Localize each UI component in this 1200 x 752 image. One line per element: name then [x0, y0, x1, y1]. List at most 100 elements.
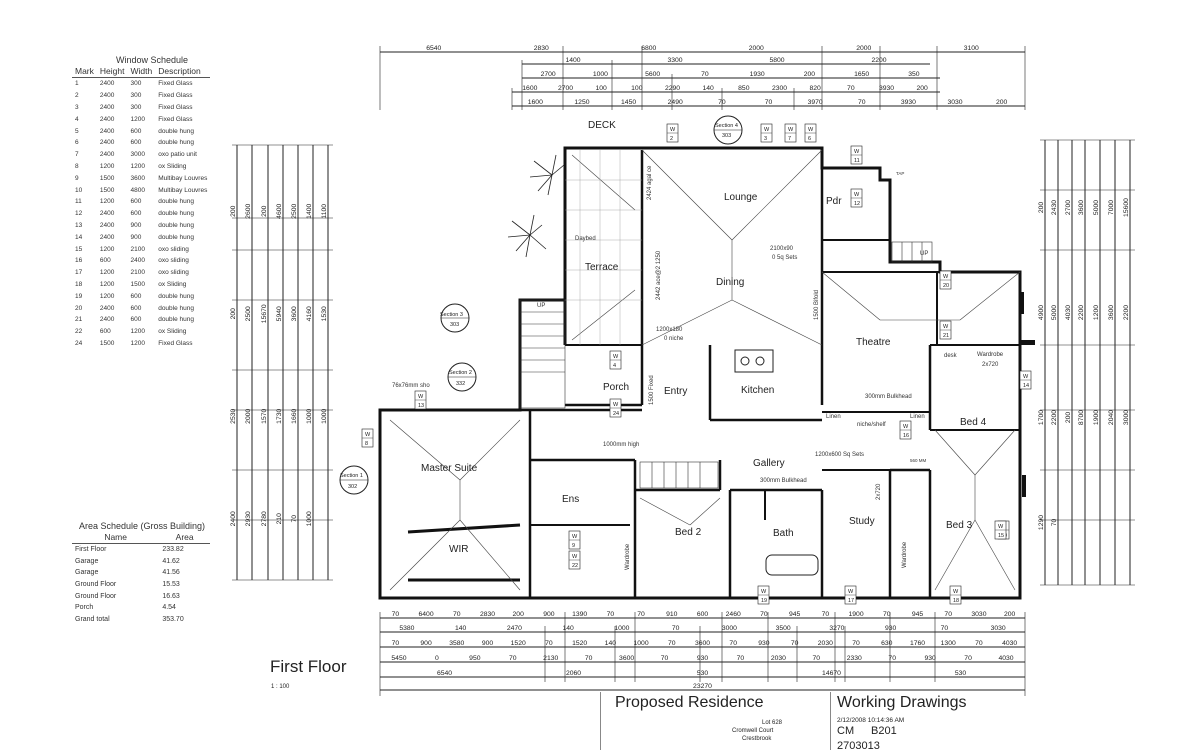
section-label: Section 1	[340, 473, 363, 479]
dimension-label: 2400	[230, 511, 237, 526]
table-cell: 1200	[99, 198, 115, 206]
dimension-label: 2040	[1108, 410, 1115, 425]
window-tags: W2W3W7W6W11W12W20W21W4W24W14W10W9W8W22W1…	[361, 123, 1032, 605]
dimension-label: 1390	[572, 611, 587, 618]
dimension-label: 200	[1038, 202, 1045, 214]
table-cell: 2400	[130, 257, 145, 265]
dimension-label: 1000	[306, 511, 313, 526]
up-label: UP	[920, 251, 928, 257]
window-tag: W24	[609, 398, 622, 418]
table-cell: Ground Floor	[75, 592, 117, 600]
ceiling-label: 2424 agal ce	[647, 165, 653, 200]
table-cell: Fixed Glass	[158, 103, 193, 111]
dimension-label: 2060	[566, 670, 581, 677]
table-cell: 19	[75, 292, 83, 300]
dimension-label: 200	[513, 611, 525, 618]
drawn-by: CM	[837, 725, 855, 737]
dimension-label: 3600	[291, 306, 298, 321]
sink-icon	[740, 356, 750, 366]
dimension-label: 6400	[419, 611, 434, 618]
dimension-label: 1530	[321, 306, 328, 321]
table-cell: Porch	[75, 604, 94, 612]
room-label-bed4: Bed 4	[960, 417, 987, 428]
dimension-label: 1450	[621, 99, 636, 106]
room-label-study: Study	[849, 516, 875, 527]
window-tag: W14	[1019, 370, 1032, 390]
dimension-label: 140	[605, 640, 617, 647]
dimension-label: 5000	[1051, 305, 1058, 320]
dimension-label: 70	[453, 611, 461, 618]
dimension-label: 1200	[1093, 305, 1100, 320]
window-tag-letter: W	[788, 127, 794, 133]
niche-shelf-label: niche/shelf	[857, 422, 886, 428]
window-tag-letter: W	[613, 354, 619, 360]
dimension-label: 70	[813, 655, 821, 662]
sink-icon	[755, 356, 765, 366]
wardrobe-label: Wardrobe	[977, 352, 1004, 358]
window-tag: W19	[757, 585, 770, 605]
table-cell: 21	[75, 316, 83, 324]
stairs	[519, 241, 933, 489]
deck-label: DECK	[588, 120, 616, 131]
room-label-ens: Ens	[562, 494, 579, 505]
window-tag-number: 11	[854, 158, 860, 164]
room-label-porch: Porch	[603, 382, 629, 393]
table-cell: 1500	[99, 174, 115, 182]
sets-label: 1200x600 Sq Sets	[815, 452, 864, 458]
dimension-label: 945	[789, 611, 801, 618]
dimension-label: 1760	[910, 640, 925, 647]
section-number: 303	[722, 133, 731, 139]
table-cell: 1200	[130, 162, 145, 170]
window-tag-letter: W	[998, 524, 1004, 530]
dimension-label: 5380	[399, 625, 414, 632]
dimension-label: 6540	[437, 670, 452, 677]
dimension-label: 70	[701, 71, 709, 78]
column-header: Width	[127, 65, 156, 78]
linen-label: Linen	[910, 414, 925, 420]
niche-label: 1200x180	[656, 327, 683, 333]
table-cell: 2400	[99, 103, 115, 111]
dimension-label: 2030	[771, 655, 786, 662]
window-tag-number: 21	[943, 333, 949, 339]
dimension-label: 820	[809, 85, 821, 92]
window-tag-number: 6	[808, 136, 811, 142]
table-cell: 300	[130, 103, 142, 111]
table-cell: Fixed Glass	[158, 115, 193, 123]
area-schedule-title: Area Schedule (Gross Building)	[78, 521, 206, 531]
dimension-label: 70	[964, 655, 972, 662]
title-block: Proposed Residence Lot 628 Cromwell Cour…	[600, 692, 831, 750]
dimension-label: 70	[791, 640, 799, 647]
dimension-label: 4900	[1038, 305, 1045, 320]
wardrobe-label: Wardrobe	[902, 541, 908, 568]
dimension-label: 2000	[856, 45, 871, 52]
window-tag: W7	[784, 123, 797, 143]
table-cell: 600	[99, 328, 111, 336]
dimension-label: 200	[804, 71, 816, 78]
table-cell: 1200	[99, 280, 115, 288]
table-cell: double hung	[158, 210, 194, 218]
dimension-label: 70	[765, 99, 773, 106]
dimension-label: 3000	[722, 625, 737, 632]
window-tag: W13	[414, 390, 427, 410]
wall-mark	[1022, 475, 1026, 497]
window-tag: W18	[949, 585, 962, 605]
wardrobe-label: 2x720	[982, 362, 999, 368]
table-cell: 900	[130, 221, 142, 229]
window-tag-number: 4	[613, 363, 616, 369]
bathtub-icon	[765, 554, 819, 576]
dimension-label: 1100	[321, 204, 328, 219]
table-cell: Fixed Glass	[158, 339, 193, 347]
dimension-label: 6540	[426, 45, 441, 52]
dimension-label: 70	[607, 611, 615, 618]
dimension-label: 2470	[507, 625, 522, 632]
dimension-label: 910	[666, 611, 678, 618]
window-tag-number: 14	[1023, 383, 1029, 389]
dimension-label: 70	[822, 611, 830, 618]
dimension-label: 3030	[971, 611, 986, 618]
table-cell: 1200	[130, 339, 145, 347]
table-cell: oxo patio unit	[158, 151, 197, 159]
table-cell: oxo sliding	[158, 257, 189, 265]
